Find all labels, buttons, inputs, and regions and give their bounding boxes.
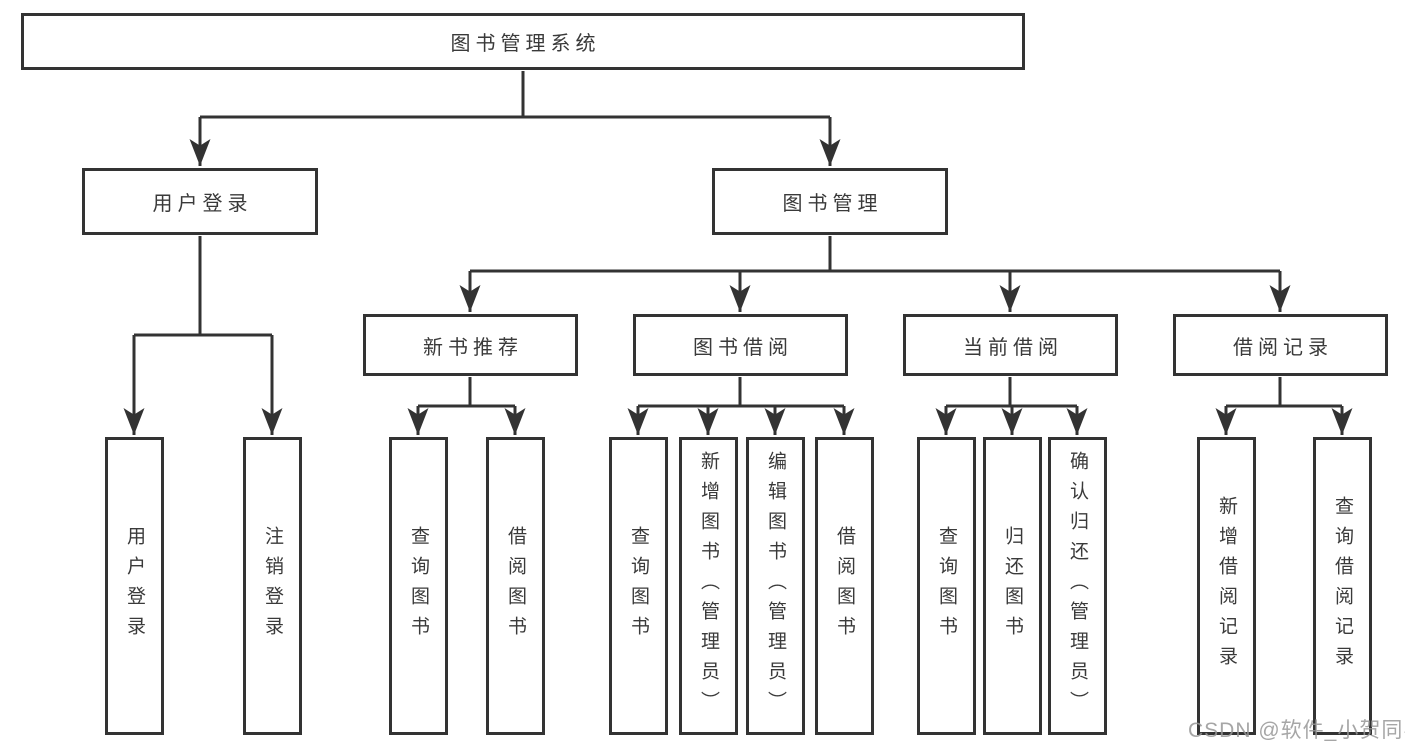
leaf-borrow-borrow-book: 借阅图书 <box>815 437 874 735</box>
connector-record <box>1226 377 1342 408</box>
leaf-current-return-book-label: 归还图书 <box>1002 526 1023 646</box>
connector-newbook <box>418 377 515 408</box>
leaf-borrow-add-book-admin-label: 新增图书（管理员） <box>698 451 719 721</box>
leaf-newbook-query-book: 查询图书 <box>389 437 448 735</box>
leaf-record-add-borrow-record: 新增借阅记录 <box>1197 437 1256 735</box>
leaf-user-login-label: 用户登录 <box>124 526 145 646</box>
node-book-management-label: 图书管理 <box>782 193 883 215</box>
leaf-current-confirm-return-admin-label: 确认归还（管理员） <box>1067 451 1088 721</box>
leaf-record-add-borrow-record-label: 新增借阅记录 <box>1216 496 1237 676</box>
node-root-label: 图书管理系统 <box>450 33 601 55</box>
connector-login <box>134 236 272 337</box>
leaf-borrow-borrow-book-label: 借阅图书 <box>834 526 855 646</box>
node-user-login: 用户登录 <box>82 168 318 235</box>
csdn-watermark: CSDN @软件_小贺同学 <box>1188 719 1405 742</box>
leaf-newbook-borrow-book: 借阅图书 <box>486 437 545 735</box>
leaf-newbook-borrow-book-label: 借阅图书 <box>505 526 526 646</box>
node-root-system: 图书管理系统 <box>21 13 1025 70</box>
leaf-logout: 注销登录 <box>243 437 302 735</box>
connector-root <box>200 71 830 119</box>
node-borrow-records: 借阅记录 <box>1173 314 1388 376</box>
leaf-borrow-add-book-admin: 新增图书（管理员） <box>679 437 738 735</box>
leaf-borrow-query-book: 查询图书 <box>609 437 668 735</box>
connector-management <box>470 236 1280 273</box>
node-new-book-recommend-label: 新书推荐 <box>423 336 523 359</box>
leaf-record-query-borrow-record-label: 查询借阅记录 <box>1332 496 1353 676</box>
connector-current <box>946 377 1077 408</box>
node-current-borrowing: 当前借阅 <box>903 314 1118 376</box>
leaf-user-login: 用户登录 <box>105 437 164 735</box>
leaf-logout-label: 注销登录 <box>262 526 283 646</box>
leaf-borrow-query-book-label: 查询图书 <box>628 526 649 646</box>
leaf-current-query-book: 查询图书 <box>917 437 976 735</box>
leaf-newbook-query-book-label: 查询图书 <box>408 526 429 646</box>
node-current-borrowing-label: 当前借阅 <box>963 336 1063 359</box>
node-book-borrowing-label: 图书借阅 <box>693 336 793 359</box>
leaf-record-query-borrow-record: 查询借阅记录 <box>1313 437 1372 735</box>
node-new-book-recommend: 新书推荐 <box>363 314 578 376</box>
node-user-login-label: 用户登录 <box>152 193 253 215</box>
node-book-management: 图书管理 <box>712 168 948 235</box>
leaf-borrow-edit-book-admin-label: 编辑图书（管理员） <box>765 451 786 721</box>
connector-borrow <box>638 377 844 408</box>
leaf-borrow-edit-book-admin: 编辑图书（管理员） <box>746 437 805 735</box>
leaf-current-query-book-label: 查询图书 <box>936 526 957 646</box>
leaf-current-return-book: 归还图书 <box>983 437 1042 735</box>
node-book-borrowing: 图书借阅 <box>633 314 848 376</box>
node-borrow-records-label: 借阅记录 <box>1233 336 1333 359</box>
leaf-current-confirm-return-admin: 确认归还（管理员） <box>1048 437 1107 735</box>
